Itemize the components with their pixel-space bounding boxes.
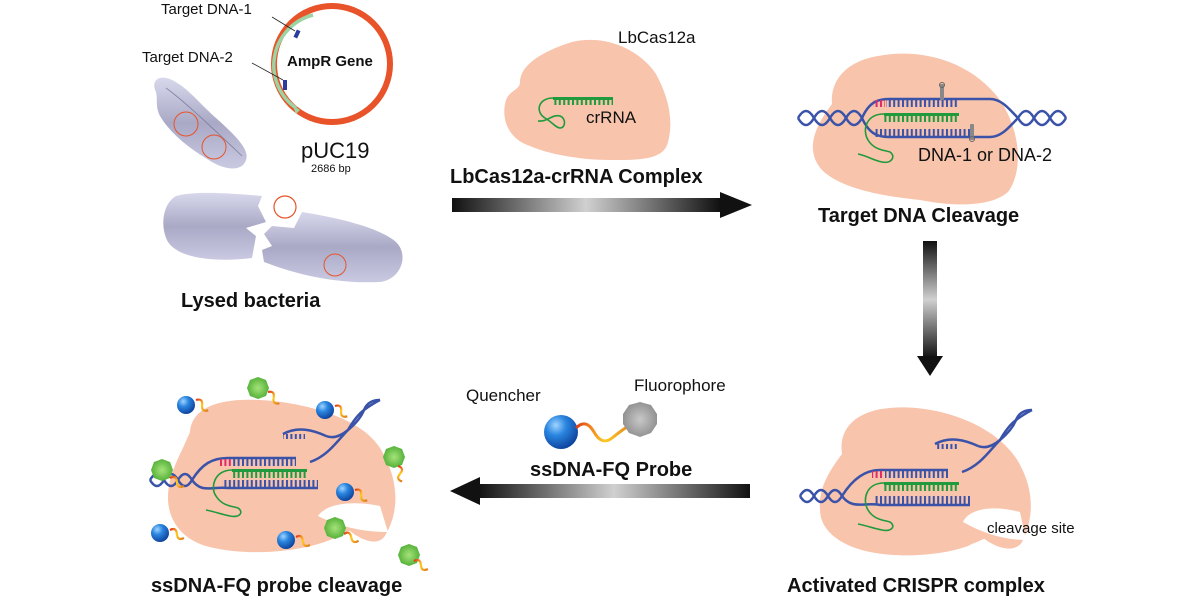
cleavage-site-notch — [318, 503, 388, 532]
panel-plasmid — [154, 3, 403, 283]
leader-line-2 — [251, 62, 284, 81]
fluorophore-icon — [623, 402, 657, 437]
caption-activated-complex: Activated CRISPR complex — [787, 575, 1045, 597]
panel-cleavage — [796, 53, 1068, 205]
crrna-spacer — [884, 113, 959, 116]
crrna-handle — [857, 113, 894, 164]
caption-target-cleavage: Target DNA Cleavage — [818, 205, 1020, 227]
scissors-icon — [939, 82, 945, 100]
lysed-bacterium-left — [163, 192, 266, 260]
crrna-handle — [537, 97, 566, 129]
dna-target-label: DNA-1 or DNA-2 — [918, 145, 1053, 165]
plasmid-name: pUC19 — [301, 138, 370, 163]
quencher-icon — [544, 415, 578, 449]
panel-complex — [504, 39, 671, 161]
ampr-gene-arc — [272, 13, 314, 110]
cleaved-fluorophore — [397, 543, 431, 573]
arrow-left — [450, 477, 750, 505]
pam-site — [220, 459, 232, 466]
crrna-spacer — [884, 482, 959, 485]
dna-helix-right — [1016, 109, 1068, 127]
cleavage-site-label: cleavage site — [987, 520, 1075, 537]
lbcas12a-label: LbCas12a — [618, 28, 696, 47]
crrna-spacer — [232, 469, 307, 472]
target-dna-1-mark — [293, 29, 301, 39]
dna-strand-top — [886, 100, 958, 107]
caption-complex: LbCas12a-crRNA Complex — [450, 166, 703, 188]
plasmid-size: 2686 bp — [311, 163, 351, 175]
pam-site — [872, 471, 884, 478]
arrow-right — [452, 192, 752, 218]
leader-line-1 — [271, 16, 296, 32]
scissors-icon — [969, 124, 975, 142]
pam-site — [873, 100, 885, 107]
arrow-down — [917, 241, 943, 376]
target-dna-1-label: Target DNA-1 — [161, 1, 252, 18]
caption-probe-cleavage: ssDNA-FQ probe cleavage — [151, 575, 403, 597]
panel-result — [148, 376, 431, 573]
fluorophore-label: Fluorophore — [634, 376, 726, 395]
ssdna-linker — [574, 420, 635, 443]
bacterium-plasmid — [173, 111, 199, 137]
bacterium-intact — [154, 77, 247, 169]
lysed-bacterium-right — [262, 212, 403, 283]
caption-probe: ssDNA-FQ Probe — [530, 459, 693, 481]
dna-strand-bottom — [874, 129, 970, 137]
bacterium-plasmid — [201, 134, 227, 160]
target-dna-2-label: Target DNA-2 — [142, 49, 233, 66]
cleaved-quencher — [177, 396, 212, 414]
panel-probe — [544, 402, 657, 449]
cleavage-site-notch — [963, 508, 1026, 540]
crrna-label: crRNA — [586, 108, 637, 127]
crrna-spacer — [553, 97, 613, 100]
released-plasmid — [273, 195, 297, 219]
caption-lysed-bacteria: Lysed bacteria — [181, 290, 321, 312]
ampr-gene-label: AmpR Gene — [287, 53, 373, 70]
ampr-arrowhead — [292, 104, 300, 114]
panel-activated — [798, 407, 1033, 556]
quencher-label: Quencher — [466, 386, 541, 405]
target-dna-2-mark — [283, 80, 287, 90]
lysed-plasmid — [323, 253, 347, 277]
